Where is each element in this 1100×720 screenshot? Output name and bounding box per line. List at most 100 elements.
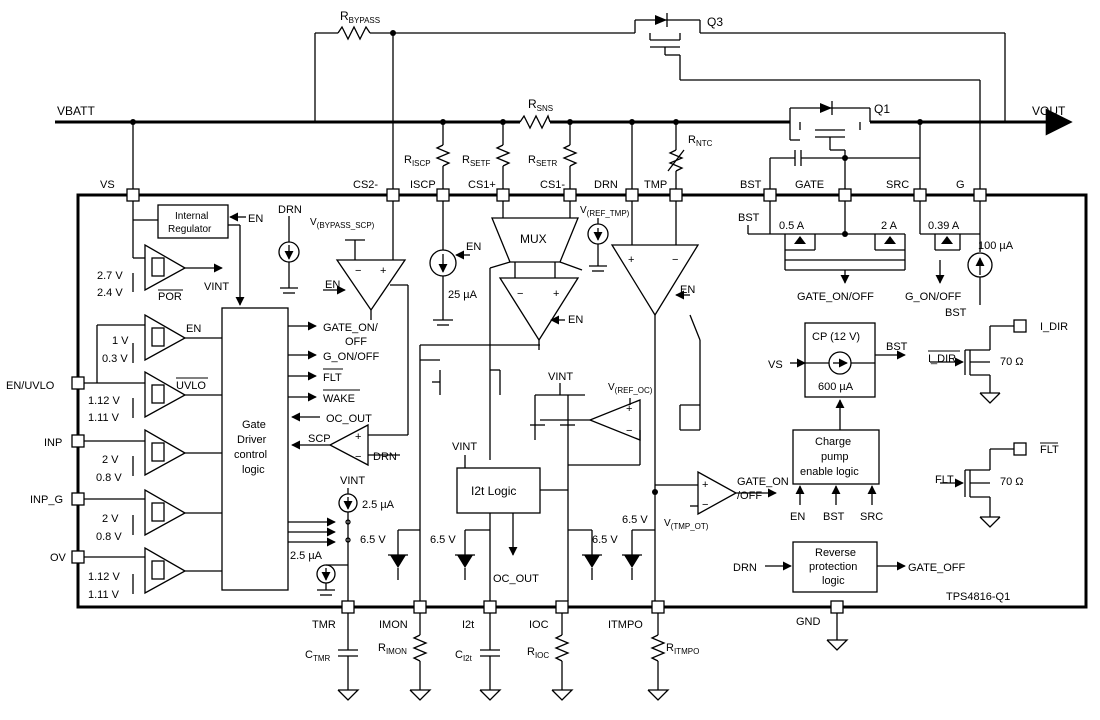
svg-text:RBYPASS: RBYPASS [340,9,380,25]
svg-text:ITMPO: ITMPO [608,619,643,631]
svg-text:2.4 V: 2.4 V [97,287,123,299]
svg-text:2.7 V: 2.7 V [97,270,123,282]
pin-i-dir [1013,319,1027,333]
svg-text:EN: EN [568,314,583,326]
svg-text:Internal: Internal [175,211,208,222]
zener-imon: 6.5 V [360,529,420,580]
svg-text:0.3 V: 0.3 V [102,353,128,365]
tmp-comparator [610,244,700,317]
svg-text:IOC: IOC [529,619,549,631]
svg-text:70 Ω: 70 Ω [1000,476,1024,488]
vout-label: VOUT [1032,104,1066,118]
svg-text:1.11 V: 1.11 V [88,412,120,424]
svg-text:SRC: SRC [860,511,883,523]
svg-text:2 V: 2 V [102,454,119,466]
pin-ioc [555,600,569,614]
svg-text:VINT: VINT [204,281,229,293]
zener-itmpo: 6.5 V [622,514,655,580]
svg-text:1.12 V: 1.12 V [88,571,120,583]
svg-text:DRN: DRN [373,451,397,463]
svg-text:EN: EN [325,279,340,291]
svg-text:BST: BST [738,212,760,224]
svg-text:I_DIR: I_DIR [1040,321,1068,333]
pin-tmp [669,188,683,202]
reverse-protection-logic-block [792,541,878,593]
zener-i2t: 6.5 V [430,529,490,580]
svg-text:EN: EN [248,213,263,225]
pin-cs1m [563,188,577,202]
svg-text:−: − [355,451,361,463]
gate-driver-control-logic [221,307,289,591]
svg-text:DRN: DRN [733,562,757,574]
svg-text:OV: OV [50,552,67,564]
svg-text:BST: BST [823,511,845,523]
svg-text:I2t Logic: I2t Logic [471,484,516,498]
left-pins: EN/UVLO INP INP_G OV [6,376,85,564]
part-number: TPS4816-Q1 [946,591,1010,603]
oc-comparator [588,399,641,441]
pin-imon [413,600,427,614]
svg-text:logic: logic [242,464,265,476]
svg-text:100 µA: 100 µA [978,240,1014,252]
svg-text:DRN: DRN [594,179,618,191]
svg-text:BST: BST [886,341,908,353]
svg-text:POR: POR [158,291,182,303]
svg-text:6.5 V: 6.5 V [430,534,456,546]
svg-text:Regulator: Regulator [168,224,212,235]
svg-text:OC_OUT: OC_OUT [326,413,372,425]
svg-text:0.5 A: 0.5 A [779,220,805,232]
svg-text:G_ON/OFF: G_ON/OFF [905,291,962,303]
svg-text:0.39 A: 0.39 A [928,220,960,232]
svg-text:DRN: DRN [278,204,302,216]
svg-text:VS: VS [100,179,115,191]
svg-text:RSETF: RSETF [462,154,491,168]
svg-text:V(BYPASS_SCP): V(BYPASS_SCP) [310,217,375,230]
vbatt-label: VBATT [57,104,95,118]
svg-text:EN: EN [186,323,201,335]
svg-text:protection: protection [809,561,857,573]
svg-text:INP: INP [44,437,62,449]
svg-text:25 µA: 25 µA [448,289,478,301]
svg-text:INP_G: INP_G [30,494,63,506]
pin-ov [71,550,85,564]
svg-text:I2t: I2t [462,619,474,631]
vbatt-rail: VBATT VOUT [55,104,1073,136]
svg-text:FLT: FLT [323,372,342,384]
pin-cs1p [496,188,510,202]
pin-gnd [830,600,844,614]
svg-text:VS: VS [768,359,783,371]
svg-text:2 A: 2 A [881,220,898,232]
svg-text:V(REF_OC): V(REF_OC) [608,382,653,395]
svg-text:RSNS: RSNS [528,97,553,113]
pin-cs2m [386,188,400,202]
svg-text:2.5 µA: 2.5 µA [362,499,395,511]
svg-text:6.5 V: 6.5 V [360,534,386,546]
pin-inp [71,434,85,448]
svg-text:EN: EN [680,284,695,296]
svg-text:70 Ω: 70 Ω [1000,356,1024,368]
svg-text:V(REF_TMP): V(REF_TMP) [580,205,630,218]
svg-text:BST: BST [740,179,762,191]
svg-text:2 V: 2 V [102,513,119,525]
svg-text:BST: BST [945,307,967,319]
pin-en-uvlo [71,376,85,390]
bypass-path: RBYPASS Q3 [314,9,1006,195]
svg-text:EN: EN [466,241,481,253]
svg-text:SCP: SCP [308,433,331,445]
svg-text:VINT: VINT [340,475,365,487]
svg-text:FLT: FLT [935,474,954,486]
svg-text:/OFF: /OFF [737,490,762,502]
pin-flt [1013,442,1027,456]
pin-src [913,188,927,202]
svg-text:GATE_ON/OFF: GATE_ON/OFF [797,291,874,303]
svg-text:−: − [702,499,708,511]
current-sense-amplifier [498,277,580,342]
pin-inp-g [71,492,85,506]
q1-mosfet: Q1 [789,101,890,158]
svg-text:RIOC: RIOC [527,646,549,660]
svg-text:EN: EN [790,511,805,523]
svg-text:1.11 V: 1.11 V [88,589,120,601]
svg-text:IMON: IMON [379,619,408,631]
svg-text:0.8 V: 0.8 V [96,472,122,484]
